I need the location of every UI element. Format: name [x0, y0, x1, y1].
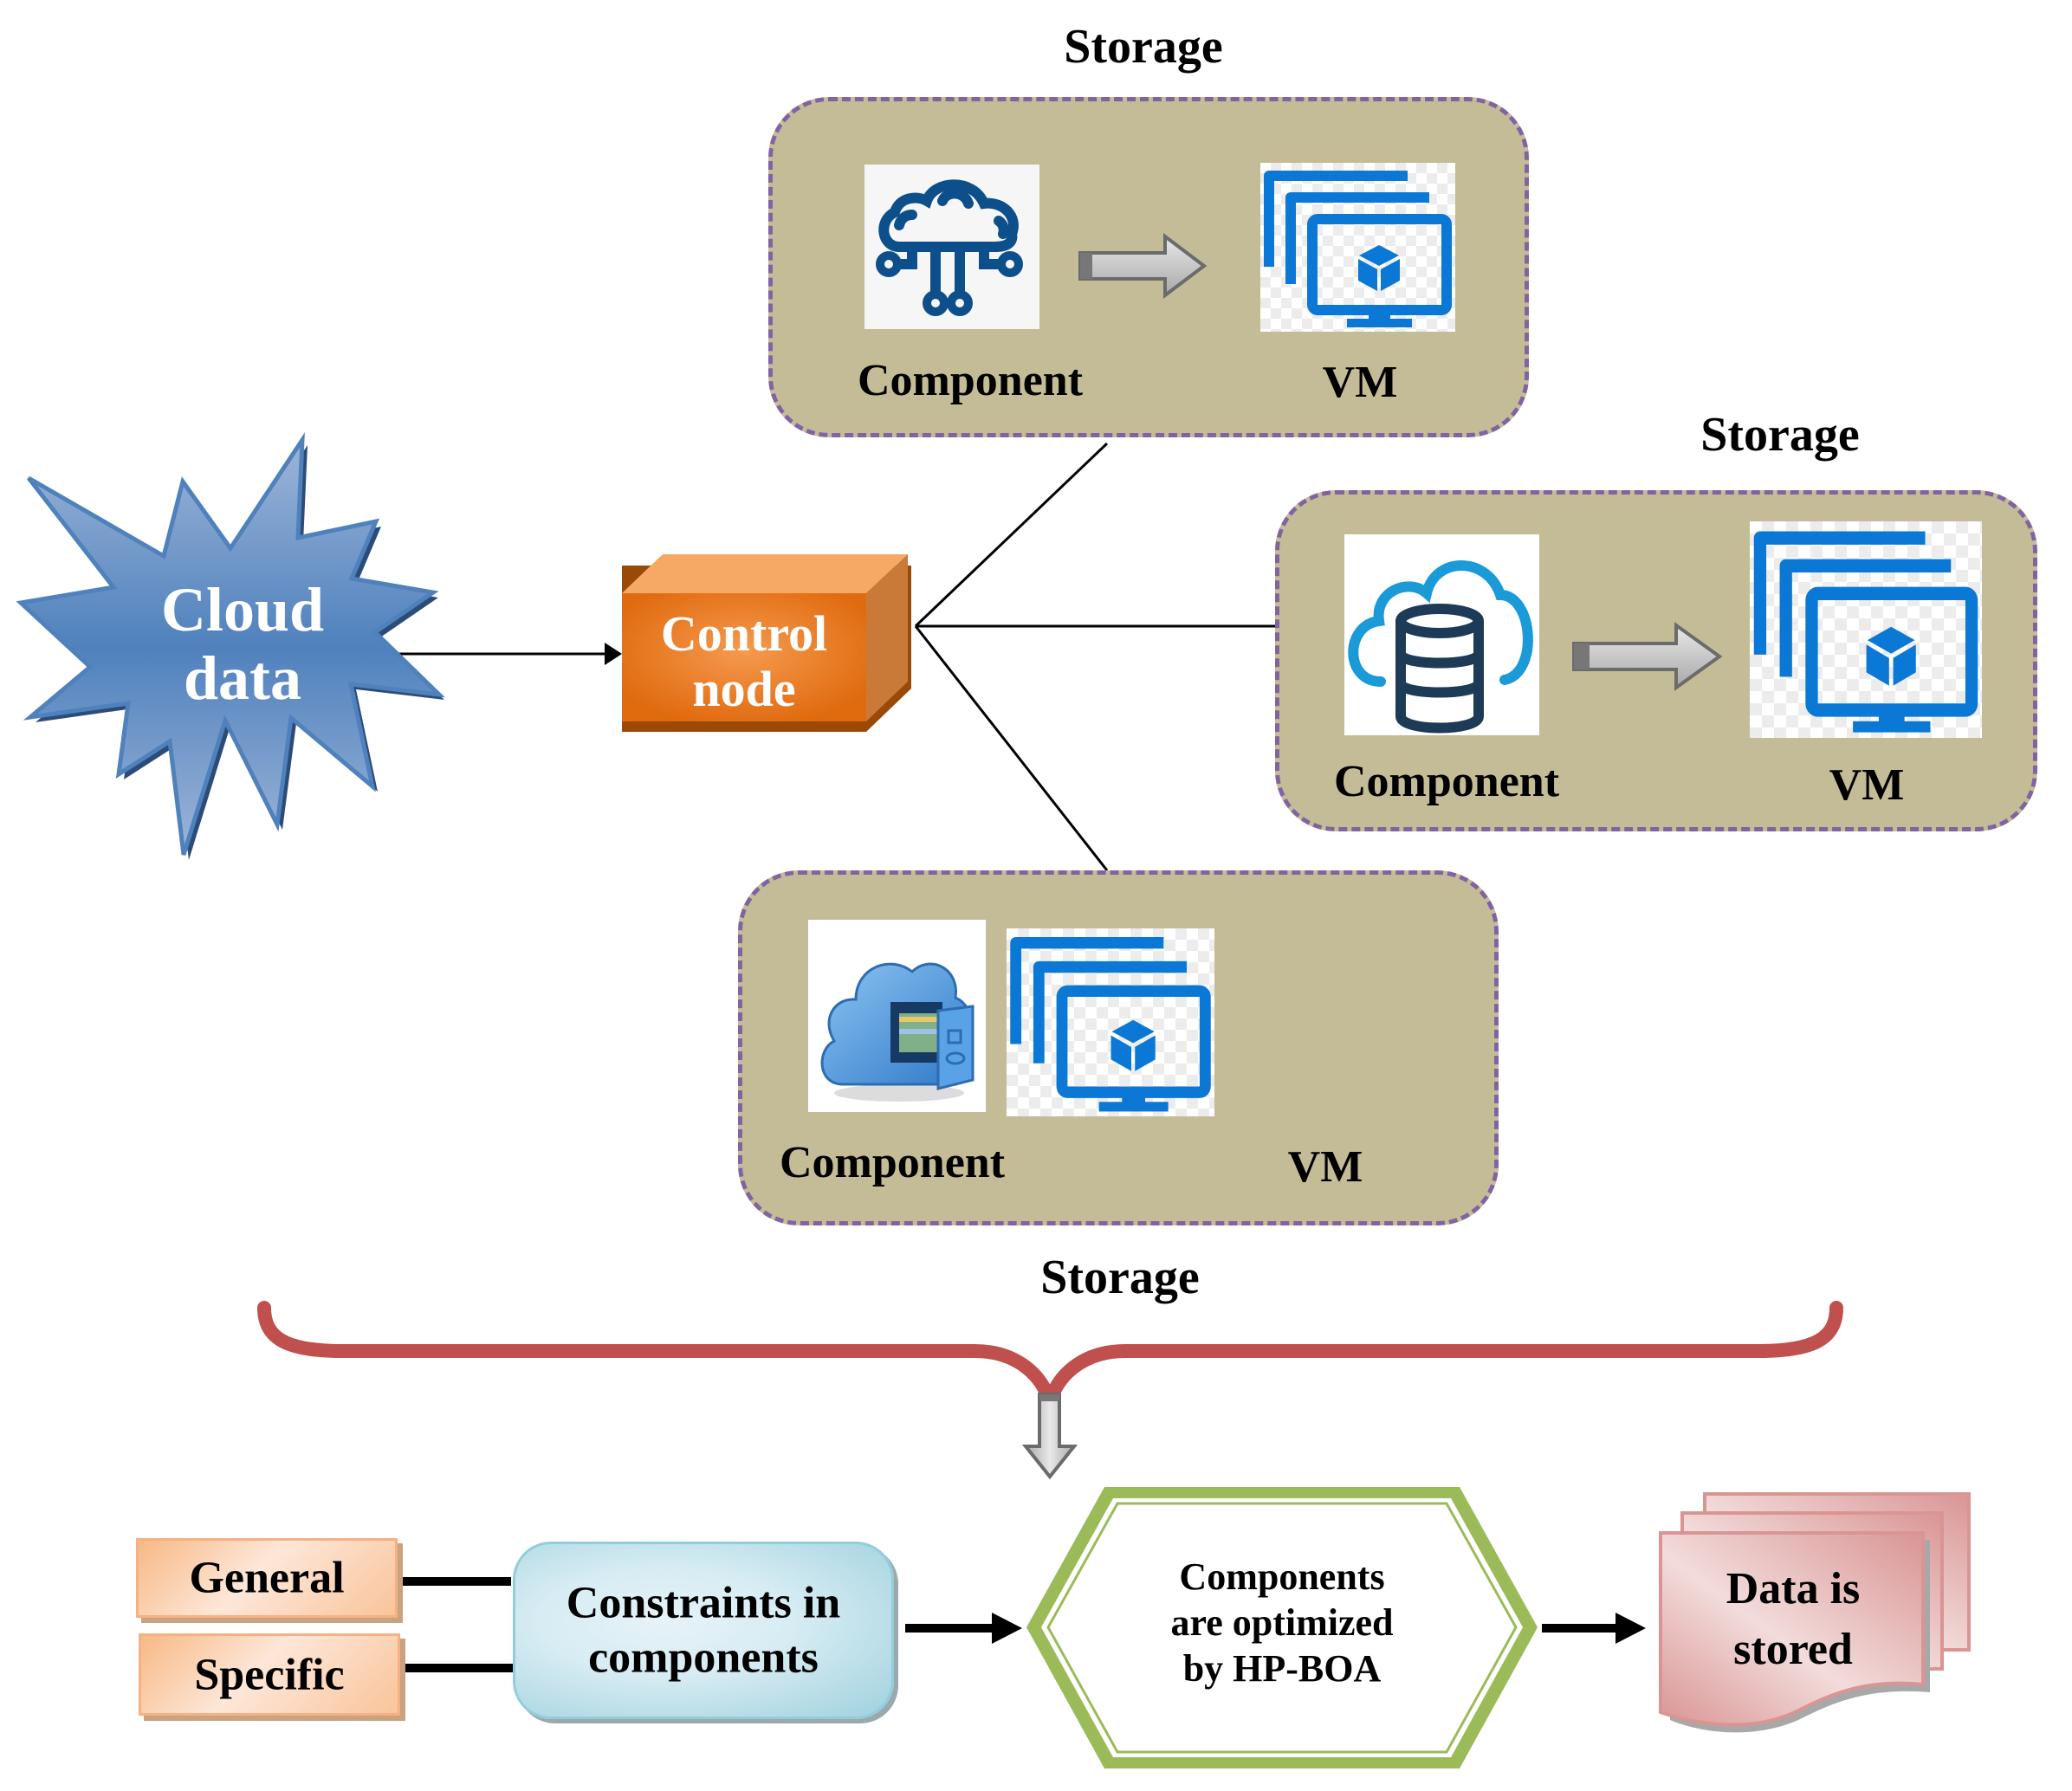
cloud-data-label: Cloud data: [130, 575, 355, 714]
control-node-side-face: [866, 554, 908, 721]
data-stored-line1: Data is: [1726, 1564, 1861, 1613]
cloud-data-starburst: [16, 432, 446, 860]
control-node-line2: node: [692, 660, 796, 717]
cloud-file-cabinet-icon: [808, 920, 986, 1112]
vm-icon-bottom: [1007, 928, 1214, 1116]
storage-title-right: Storage: [1700, 408, 1860, 462]
storage-title-bottom: Storage: [1040, 1251, 1200, 1304]
line-control-to-storage-top: [914, 442, 1109, 628]
vm-label-top: VM: [1322, 358, 1398, 407]
control-node-line1: Control: [660, 605, 828, 662]
specific-label: Specific: [194, 1650, 345, 1699]
arrow-component-to-vm-top: [1078, 232, 1208, 300]
control-node-label: Control node: [622, 606, 866, 717]
constraints-line2: components: [588, 1633, 819, 1683]
cloud-data-line2: data: [183, 643, 302, 714]
general-label: General: [189, 1553, 345, 1603]
data-stored-line2: stored: [1733, 1625, 1853, 1675]
data-stored-documents[interactable]: [1646, 1490, 1975, 1749]
document-front: [1659, 1531, 1925, 1727]
control-node-top-face: [622, 554, 908, 593]
control-node-box[interactable]: [615, 550, 927, 745]
cloud-database-icon: [1344, 534, 1539, 735]
vm-label-bottom: VM: [1287, 1142, 1363, 1192]
optimizer-line3: by HP-BOA: [1182, 1646, 1382, 1690]
arrowhead-constraints-to-optimizer: [992, 1613, 1022, 1644]
arrow-component-to-vm-right: [1572, 622, 1723, 691]
data-stored-label: Data is stored: [1663, 1559, 1923, 1680]
vm-icon-right: [1750, 521, 1982, 738]
line-control-to-storage-bottom: [914, 625, 1109, 871]
arrowhead-cloud-to-control: [605, 643, 622, 665]
optimizer-hexagon[interactable]: [1022, 1483, 1542, 1773]
component-label-bottom: Component: [779, 1138, 1006, 1187]
general-constraint-note[interactable]: General: [136, 1538, 398, 1618]
down-arrow: [1021, 1393, 1078, 1480]
constraints-box[interactable]: Constraints in components: [513, 1542, 894, 1719]
optimizer-line2: are optimized: [1170, 1600, 1394, 1644]
component-label-top: Component: [857, 356, 1084, 405]
optimizer-line1: Components: [1179, 1555, 1385, 1598]
constraints-label: Constraints in components: [515, 1575, 891, 1685]
arrowhead-optimizer-to-output: [1616, 1613, 1646, 1644]
component-label-right: Component: [1333, 757, 1560, 806]
vm-icon-top: [1260, 163, 1455, 332]
constraints-line1: Constraints in: [566, 1578, 841, 1628]
specific-constraint-note[interactable]: Specific: [139, 1633, 400, 1716]
storage-title-top: Storage: [1064, 20, 1223, 74]
optimizer-label: Components are optimized by HP-BOA: [1091, 1555, 1473, 1691]
cloud-data-line1: Cloud: [160, 575, 325, 644]
cloud-network-icon: [864, 165, 1039, 329]
starburst-shape: [16, 432, 446, 856]
vm-label-right: VM: [1829, 760, 1905, 810]
control-node-front-face: [622, 593, 866, 721]
